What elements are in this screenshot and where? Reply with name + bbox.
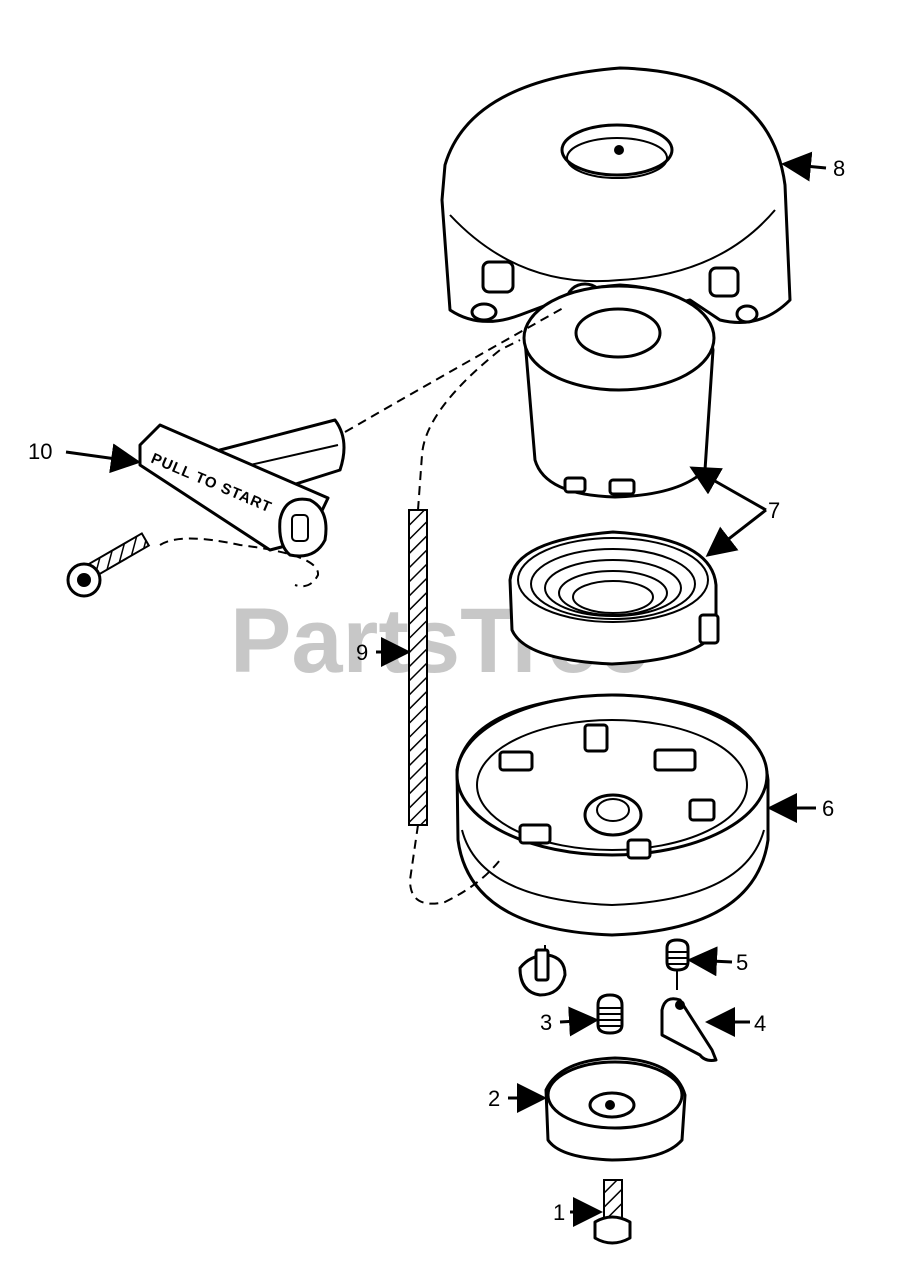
callout-arrow-3 [559, 1006, 599, 1037]
callout-label-7: 7 [768, 498, 780, 523]
callout-label-3: 3 [540, 1010, 552, 1035]
callout-arrow-7b [705, 508, 767, 557]
callout-label-9: 9 [356, 640, 368, 665]
callout-arrow-5 [687, 946, 733, 977]
callout-label-10: 10 [28, 439, 52, 464]
starter-pawl [660, 997, 718, 1062]
callout-label-5: 5 [736, 950, 748, 975]
center-screw [593, 1179, 632, 1245]
callout-label-8: 8 [833, 156, 845, 181]
pawl-retainer [518, 945, 567, 997]
callout-label-1: 1 [553, 1200, 565, 1225]
rope-path-line [344, 306, 566, 433]
callout-arrow-7a [689, 466, 767, 512]
recoil-spring [508, 530, 720, 666]
starter-handle: PULL TO START [138, 418, 346, 558]
retainer-cup [544, 1056, 687, 1162]
callout-arrow-8 [781, 151, 827, 182]
starter-rope [408, 509, 428, 826]
callout-labels: 8 10 7 9 6 5 4 3 2 1 [28, 156, 845, 1225]
callout-label-2: 2 [488, 1086, 500, 1111]
handle-screw [66, 532, 151, 598]
starter-pulley [455, 693, 770, 937]
rope-path-line-lower [417, 339, 521, 511]
callout-label-6: 6 [822, 796, 834, 821]
callout-arrows [65, 151, 827, 1227]
rope-path-line-pulley [408, 824, 501, 905]
callout-label-4: 4 [754, 1011, 766, 1036]
spring-small [665, 938, 690, 990]
recoil-spring-cover [522, 283, 716, 499]
spring-medium [596, 993, 624, 1035]
callout-arrow-10 [65, 443, 141, 474]
starter-housing [440, 66, 792, 330]
rope-path-line-handle [159, 537, 319, 588]
